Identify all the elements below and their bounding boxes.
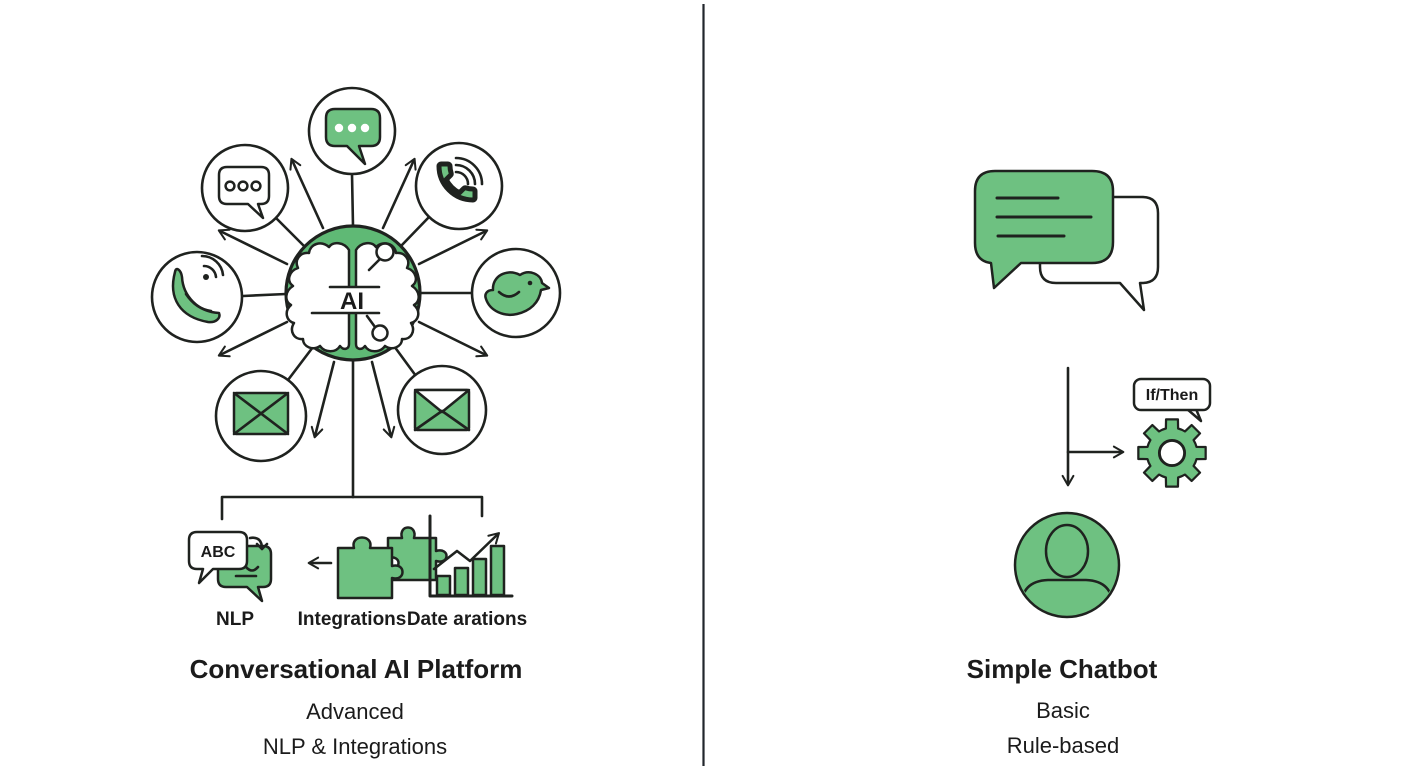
abc-bubble-text: ABC — [201, 544, 236, 561]
right-title: Simple Chatbot — [967, 654, 1158, 684]
puzzle-pieces-icon — [307, 526, 448, 600]
out-arrow — [310, 360, 336, 439]
out-arrow — [370, 360, 396, 439]
translation-chat-icon: ABC — [187, 530, 273, 603]
overlapping-chat-bubbles-icon — [973, 169, 1160, 312]
bird-icon — [484, 271, 551, 316]
feature-bracket — [220, 495, 484, 521]
left-title: Conversational AI Platform — [190, 654, 523, 684]
out-arrow — [217, 228, 289, 266]
left-subtitle-2: NLP & Integrations — [263, 734, 447, 759]
left-panel-diagram: AI ABC NLP Integrations — [150, 86, 562, 759]
right-panel-diagram: If/Then Simple Chatbot Basic Rule-based — [967, 169, 1212, 758]
if-then-label: If/Then — [1146, 387, 1198, 404]
gear-icon — [1137, 418, 1207, 488]
feature-label-integrations: Integrations — [298, 609, 407, 630]
out-arrow — [417, 228, 489, 266]
out-arrow — [417, 320, 489, 358]
ai-hub-label: AI — [340, 288, 364, 315]
envelope-open-icon — [413, 388, 471, 432]
feature-label-nlp: NLP — [216, 609, 254, 630]
brain-icon — [285, 241, 420, 353]
chat-bubble-outline-icon — [217, 165, 271, 220]
envelope-icon — [232, 391, 290, 436]
satellite-dish-icon — [171, 254, 225, 324]
bar-chart-icon — [428, 514, 514, 598]
flow-arrows — [1061, 366, 1125, 487]
phone-call-icon — [436, 156, 484, 203]
right-subtitle-2: Rule-based — [1007, 733, 1120, 758]
if-then-callout: If/Then — [1132, 377, 1212, 423]
hub-spokes — [217, 157, 489, 499]
out-arrow — [381, 157, 417, 230]
out-arrow — [217, 320, 289, 358]
ai-hub: AI — [284, 224, 422, 362]
feature-label-data: Date arations — [407, 609, 527, 630]
left-subtitle-1: Advanced — [306, 699, 404, 724]
chat-bubble-filled-icon — [324, 107, 382, 166]
right-subtitle-1: Basic — [1036, 698, 1090, 723]
person-avatar-icon — [1013, 511, 1121, 619]
out-arrow — [289, 157, 325, 230]
